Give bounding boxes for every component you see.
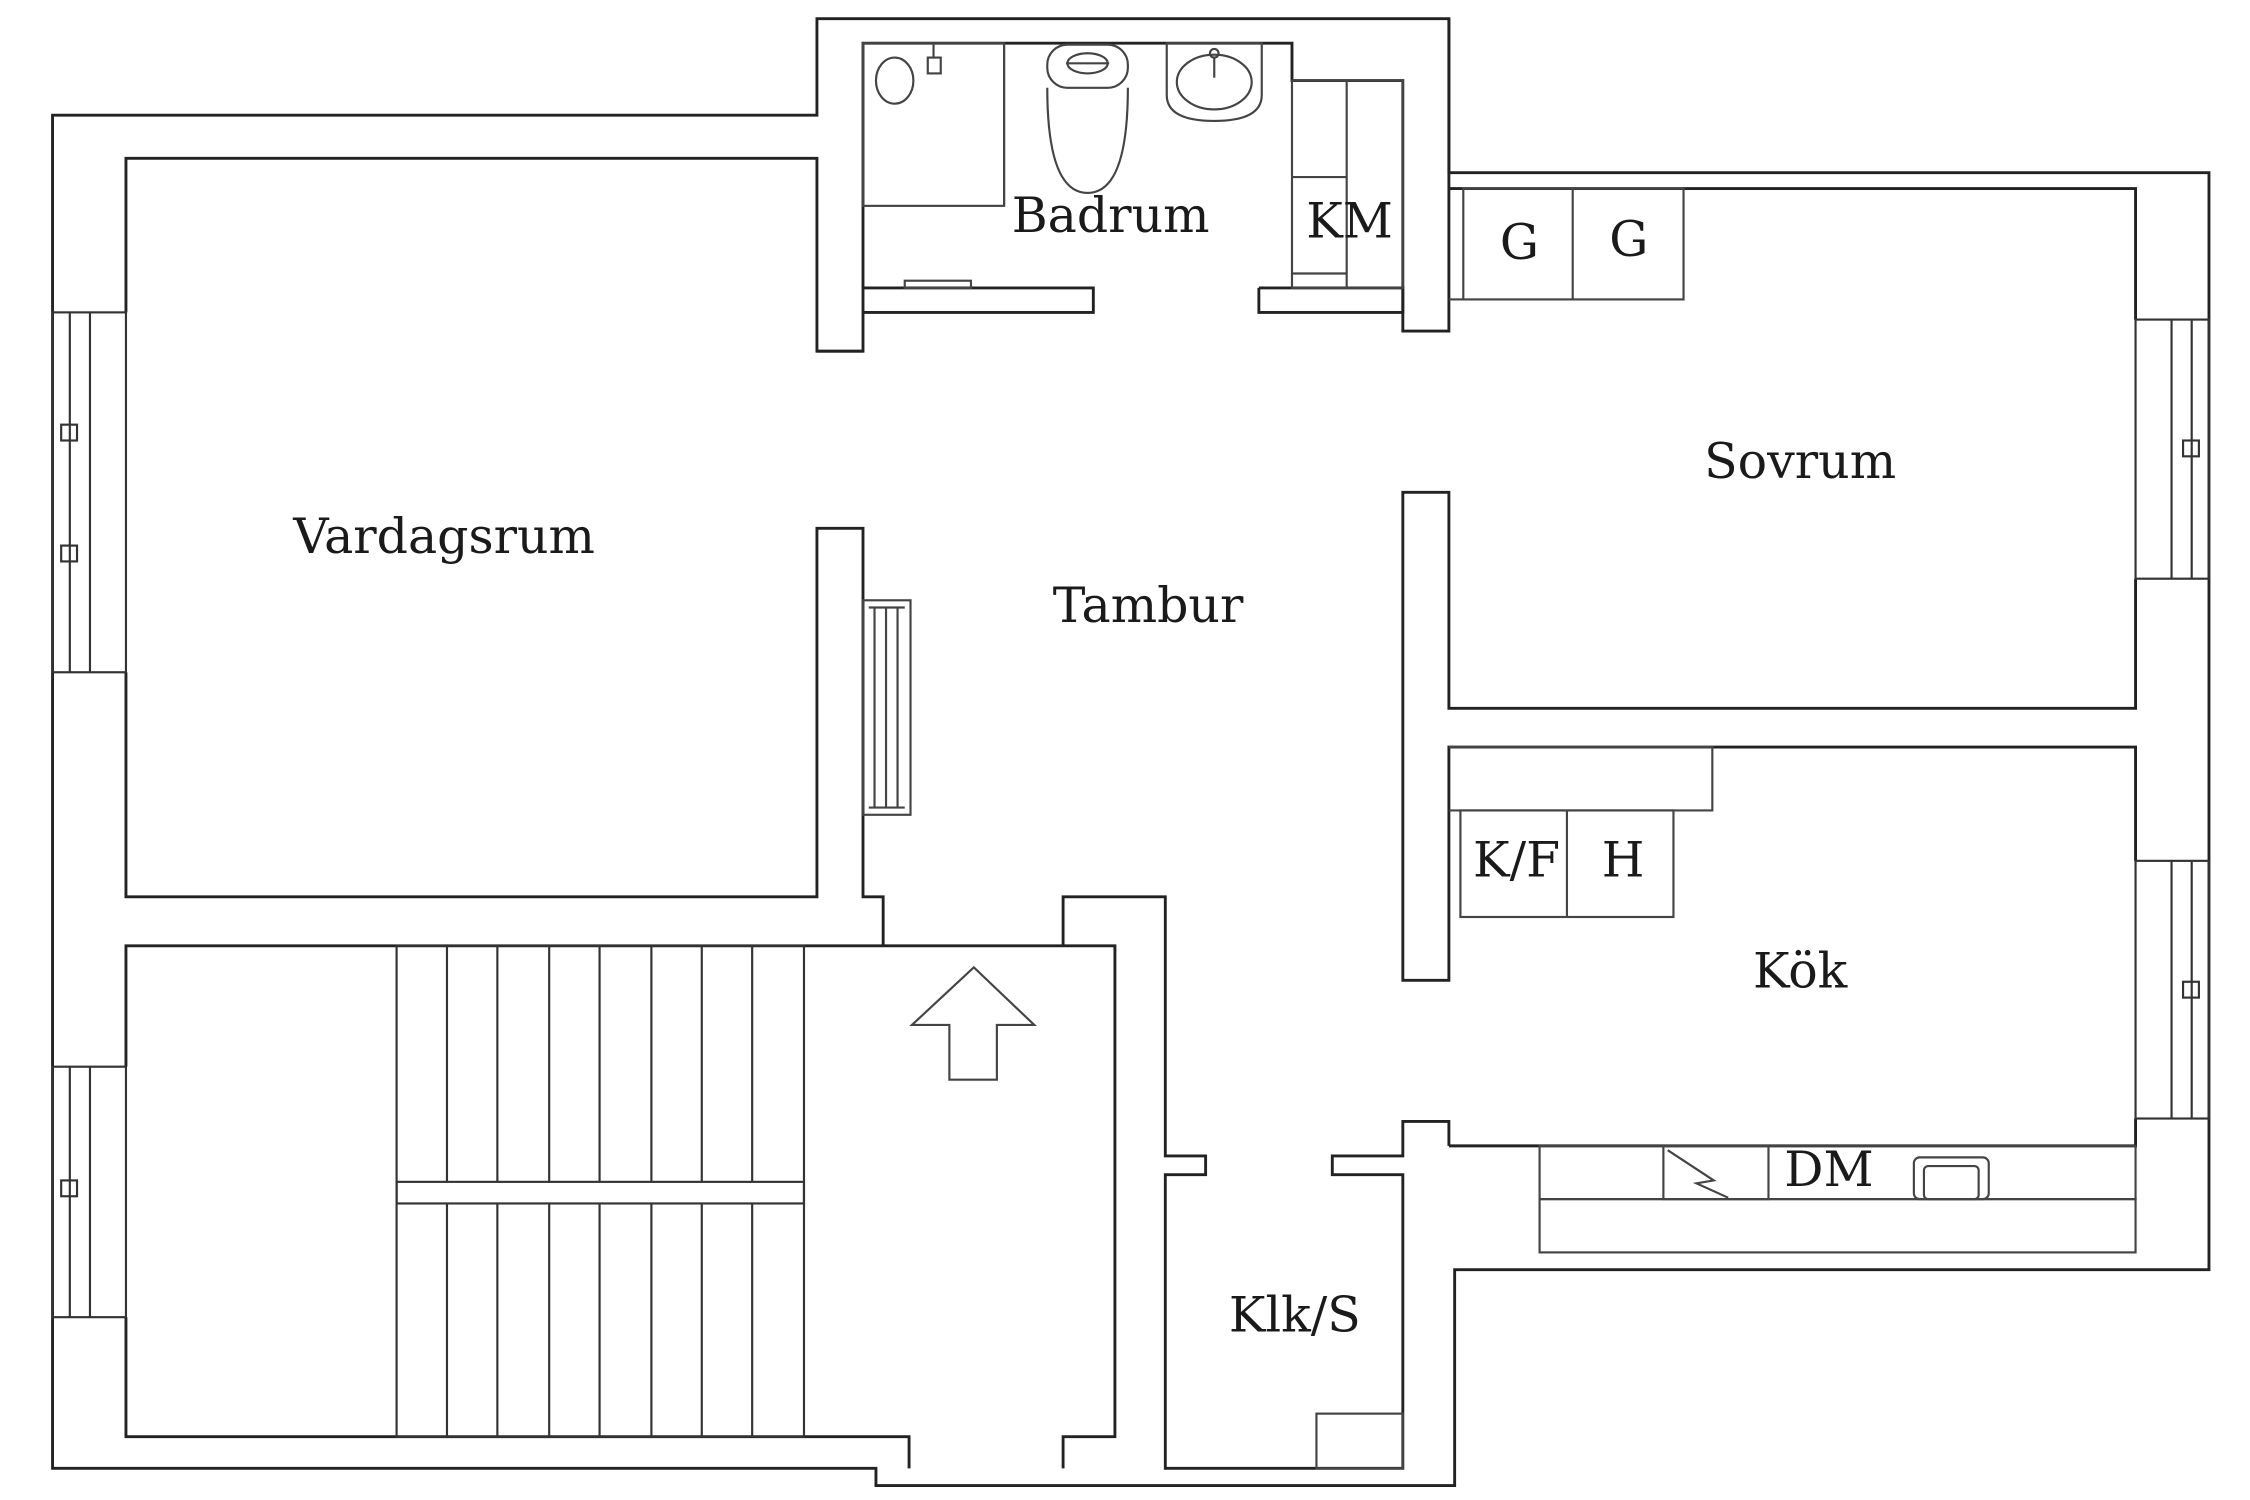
plan-content: Badrum KM G G Sovrum Vardagsrum Tambur K…: [51, 17, 2211, 1488]
wardrobe-sovrum: [1448, 187, 1685, 301]
kitchen-counter: [1538, 1144, 2137, 1254]
label-vardagsrum: Vardagsrum: [292, 508, 595, 565]
label-tambur: Tambur: [1053, 577, 1244, 634]
label-dm: DM: [1784, 1141, 1873, 1198]
label-kf: K/F: [1473, 832, 1560, 889]
bathroom-inner: [861, 18, 1451, 333]
window-sovrum: [2134, 318, 2211, 580]
radiator: [861, 599, 912, 816]
sink: [1165, 42, 1263, 123]
vardagsrum-wall: [124, 156, 864, 353]
bathroom-right-wall: [1257, 286, 1405, 314]
label-g2: G: [1609, 211, 1648, 268]
staircase: [395, 944, 806, 1438]
washing-machine-cabinet: [1290, 79, 1404, 289]
stair-divider-wall: [1061, 895, 1451, 1470]
klks-shelf: [1315, 1412, 1404, 1470]
window-vardagsrum: [51, 311, 128, 674]
kitchen-upper-cabinet: [1448, 746, 1714, 812]
sovrum-lower-wall: [1401, 490, 2137, 982]
outer-wall: [51, 17, 2211, 1488]
label-sovrum: Sovrum: [1704, 433, 1896, 490]
vardagsrum-lower-wall: [124, 526, 885, 946]
label-h: H: [1602, 832, 1645, 889]
bathroom-wall: [816, 286, 1095, 353]
kitchen-fridge-oven: [1459, 809, 1675, 919]
stair-left-wall: [124, 1317, 911, 1469]
stair-wall: [124, 944, 1117, 1469]
window-kok: [2134, 859, 2211, 1120]
shower: [861, 42, 1006, 289]
label-kok: Kök: [1753, 943, 1848, 1000]
label-badrum: Badrum: [1012, 187, 1210, 244]
label-g1: G: [1500, 214, 1539, 271]
window-stair: [51, 1065, 128, 1319]
entrance-arrow: [909, 965, 1038, 1081]
toilet: [1046, 43, 1129, 194]
label-klks: Klk/S: [1229, 1287, 1361, 1344]
label-km: KM: [1306, 193, 1393, 250]
